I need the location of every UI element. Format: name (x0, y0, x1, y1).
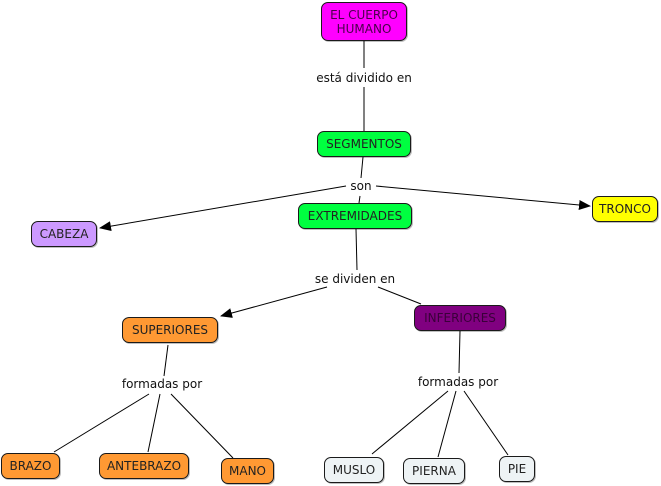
node-label: TRONCO (599, 202, 651, 216)
node-extremidades[interactable]: EXTREMIDADES (298, 203, 412, 229)
connector-line (358, 195, 361, 204)
connector-line (437, 390, 457, 458)
node-mano[interactable]: MANO (221, 458, 274, 484)
link-label-se-dividen-en: se dividen en (312, 272, 398, 286)
link-label-formadas-por-inferiores: formadas por (415, 375, 501, 389)
connector-line (463, 390, 509, 456)
node-label: PIERNA (412, 464, 456, 478)
connector-line (377, 286, 422, 305)
node-label: ANTEBRAZO (106, 459, 182, 473)
node-label: EXTREMIDADES (307, 209, 403, 223)
node-label: MANO (229, 464, 266, 478)
node-pie[interactable]: PIE (499, 456, 535, 482)
connector-line (147, 393, 161, 453)
node-label-line2: HUMANO (336, 21, 392, 36)
node-label: BRAZO (9, 459, 52, 473)
node-label: SEGMENTOS (326, 137, 402, 151)
connector-arrow (99, 185, 347, 232)
node-inferiores[interactable]: INFERIORES (414, 305, 506, 331)
connector-line (53, 393, 150, 453)
node-label: INFERIORES (424, 311, 496, 325)
connector-line (360, 156, 364, 179)
connector-line (355, 228, 358, 271)
node-muslo[interactable]: MUSLO (324, 457, 384, 483)
node-antebrazo[interactable]: ANTEBRAZO (99, 453, 189, 479)
node-el-cuerpo-humano[interactable]: EL CUERPO HUMANO (321, 2, 407, 41)
node-brazo[interactable]: BRAZO (1, 453, 60, 479)
link-label-son: son (348, 179, 374, 193)
node-pierna[interactable]: PIERNA (403, 458, 465, 484)
node-label: CABEZA (39, 227, 89, 241)
connector-arrow (375, 185, 591, 210)
connector-line (371, 390, 449, 455)
node-tronco[interactable]: TRONCO (592, 196, 658, 222)
link-label-formadas-por-superiores: formadas por (119, 377, 205, 391)
connector-line (163, 344, 169, 377)
node-label: MUSLO (332, 463, 376, 477)
connector-line (170, 393, 234, 459)
node-label-line1: EL CUERPO (330, 7, 398, 22)
node-superiores[interactable]: SUPERIORES (122, 317, 218, 343)
node-segmentos[interactable]: SEGMENTOS (317, 131, 411, 157)
link-label-esta-dividido-en: está dividido en (314, 71, 414, 85)
connector-line (458, 330, 461, 374)
node-label: PIE (507, 462, 527, 476)
node-cabeza[interactable]: CABEZA (31, 221, 97, 247)
connector-arrow (220, 286, 328, 318)
node-label: SUPERIORES (131, 323, 209, 337)
